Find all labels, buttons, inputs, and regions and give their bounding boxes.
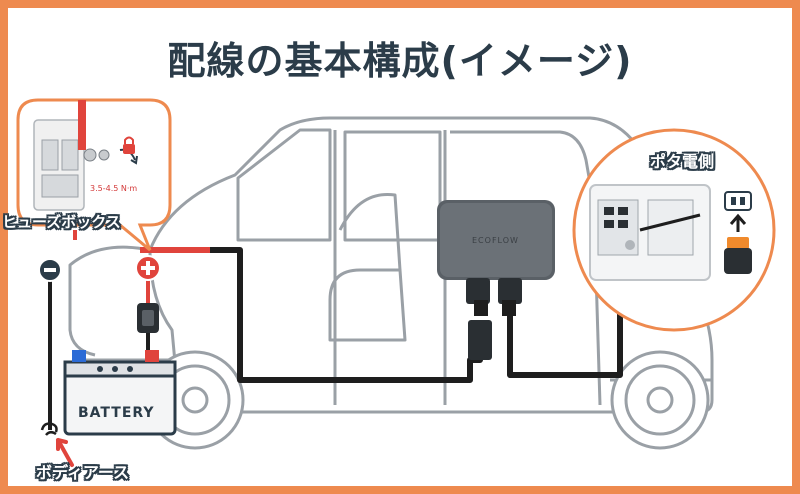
brand-label: ECOFLOW [472,236,519,245]
battery-label: BATTERY [78,405,155,421]
pota-bubble [572,128,776,332]
ground-symbol [40,422,58,436]
ground-label: ボディアース [36,463,130,482]
ground-arrow [56,438,74,467]
rear-wheel [610,350,710,450]
lock-icon [123,136,135,154]
fuse-box-label: ヒューズボックス [2,213,121,231]
page-title: 配線の基本構成(イメージ) [167,39,633,83]
pota-side-label: ポタ電側 [650,152,715,171]
torque-label: 3.5-4.5 N·m [90,184,138,193]
ecoflow-device [437,200,555,360]
fuse-box-bubble [16,98,172,252]
battery [63,350,177,436]
